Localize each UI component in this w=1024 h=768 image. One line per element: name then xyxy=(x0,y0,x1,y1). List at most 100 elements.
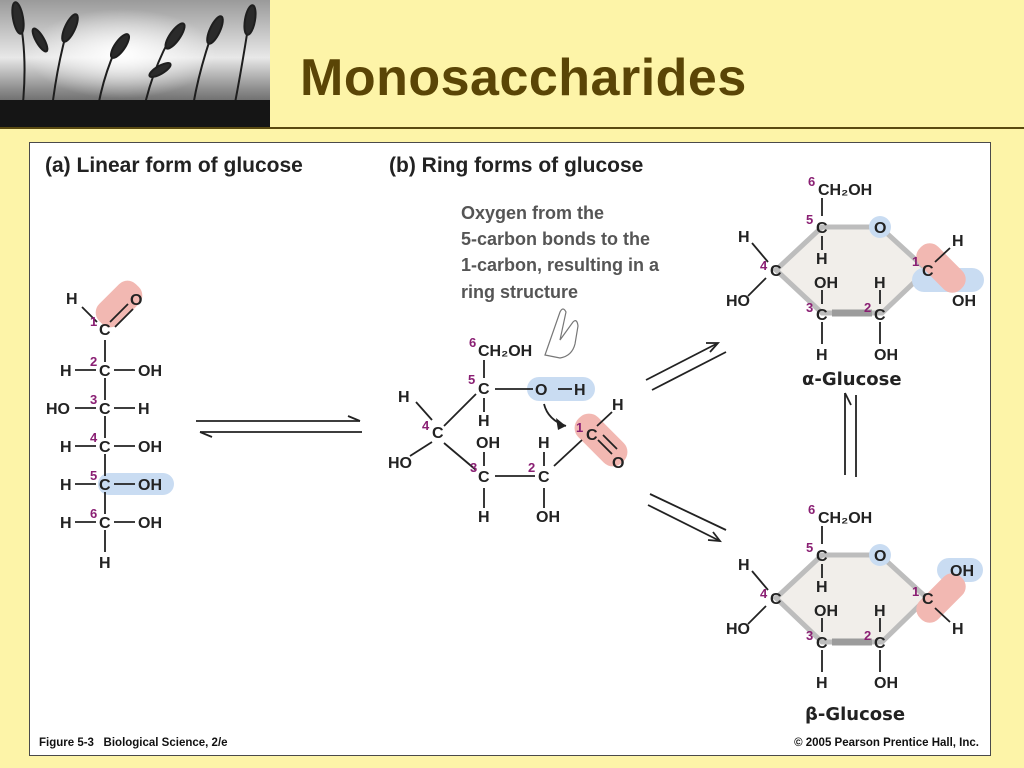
svg-text:C: C xyxy=(922,263,934,280)
svg-text:4: 4 xyxy=(760,258,768,273)
svg-text:H: H xyxy=(99,555,111,572)
svg-text:C: C xyxy=(99,322,111,339)
svg-text:2: 2 xyxy=(90,354,97,369)
svg-text:6: 6 xyxy=(90,506,97,521)
anomeric-c-highlight-alpha xyxy=(916,243,966,293)
svg-text:3: 3 xyxy=(806,628,813,643)
svg-text:O: O xyxy=(874,220,886,237)
equilibrium-arrow-alpha xyxy=(645,342,727,391)
svg-text:OH: OH xyxy=(476,435,500,452)
svg-text:C: C xyxy=(816,635,828,652)
svg-text:H: H xyxy=(60,363,72,380)
svg-text:6: 6 xyxy=(808,502,815,517)
svg-text:O: O xyxy=(130,292,142,309)
svg-text:3: 3 xyxy=(90,392,97,407)
hydroxyl-highlight xyxy=(98,473,174,495)
svg-text:C: C xyxy=(816,548,828,565)
svg-text:OH: OH xyxy=(952,293,976,310)
svg-text:C: C xyxy=(478,469,490,486)
svg-text:1: 1 xyxy=(912,584,919,599)
slide-title: Monosaccharides xyxy=(300,49,747,107)
svg-text:1: 1 xyxy=(576,420,583,435)
svg-text:C: C xyxy=(816,220,828,237)
svg-text:HO: HO xyxy=(726,621,750,638)
svg-text:OH: OH xyxy=(138,439,162,456)
svg-text:1: 1 xyxy=(90,314,97,329)
svg-text:H: H xyxy=(952,233,964,250)
svg-text:C: C xyxy=(874,635,886,652)
pointing-hand-icon xyxy=(544,308,579,359)
svg-text:C: C xyxy=(99,477,111,494)
svg-text:H: H xyxy=(816,251,828,268)
svg-text:H: H xyxy=(538,435,550,452)
svg-text:H: H xyxy=(398,389,410,406)
svg-text:5: 5 xyxy=(90,468,97,483)
glucose-figure: (a) Linear form of glucose (b) Ring form… xyxy=(39,154,984,749)
svg-text:H: H xyxy=(952,621,964,638)
svg-text:OH: OH xyxy=(874,347,898,364)
linear-glucose: H O C 1 H 2 C OH HO 3 C H H 4 C OH H 5 C… xyxy=(46,280,174,572)
svg-text:C: C xyxy=(816,307,828,324)
alpha-glucose-label: α-Glucose xyxy=(802,369,902,390)
anomeric-c-highlight-beta xyxy=(916,573,966,623)
svg-text:CH₂OH: CH₂OH xyxy=(818,182,872,199)
svg-text:3: 3 xyxy=(806,300,813,315)
carbonyl-highlight-open xyxy=(574,413,628,467)
svg-text:H: H xyxy=(874,603,886,620)
svg-text:HO: HO xyxy=(388,455,412,472)
svg-text:OH: OH xyxy=(814,603,838,620)
figure-caption: Figure 5-3 Biological Science, 2/e xyxy=(39,737,228,749)
svg-text:6: 6 xyxy=(469,335,476,350)
svg-text:H: H xyxy=(60,515,72,532)
header-divider xyxy=(0,127,1024,129)
svg-text:OH: OH xyxy=(950,563,974,580)
svg-text:2: 2 xyxy=(864,628,871,643)
svg-text:H: H xyxy=(816,347,828,364)
svg-text:OH: OH xyxy=(138,477,162,494)
svg-text:C: C xyxy=(99,439,111,456)
svg-text:CH₂OH: CH₂OH xyxy=(818,510,872,527)
svg-text:OH: OH xyxy=(814,275,838,292)
svg-text:OH: OH xyxy=(138,363,162,380)
svg-text:H: H xyxy=(574,382,586,399)
ring-formation-note: Oxygen from the 5-carbon bonds to the 1-… xyxy=(461,203,660,302)
svg-text:C: C xyxy=(770,263,782,280)
beta-glucose-ring: 6 CH₂OH 5 C O H H 4 C HO OH H 3 C 2 C H … xyxy=(726,502,983,725)
svg-text:H: H xyxy=(60,477,72,494)
svg-text:H: H xyxy=(478,413,490,430)
svg-text:H: H xyxy=(138,401,150,418)
svg-text:H: H xyxy=(60,439,72,456)
svg-text:4: 4 xyxy=(90,430,98,445)
svg-text:CH₂OH: CH₂OH xyxy=(478,343,532,360)
svg-text:C: C xyxy=(99,363,111,380)
svg-text:C: C xyxy=(99,401,111,418)
open-ring-glucose: 6 CH₂OH 5 C O H H H 4 C HO OH 3 C H 2 C … xyxy=(388,335,628,526)
svg-text:C: C xyxy=(874,307,886,324)
svg-text:2: 2 xyxy=(528,460,535,475)
svg-text:3: 3 xyxy=(470,460,477,475)
svg-text:C: C xyxy=(922,591,934,608)
svg-text:C: C xyxy=(538,469,550,486)
equilibrium-arrow-beta xyxy=(647,493,727,543)
svg-text:C: C xyxy=(478,381,490,398)
svg-text:O: O xyxy=(874,548,886,565)
alpha-glucose-ring: 6 CH₂OH 5 C O H H 4 C HO OH H 3 C 2 C H … xyxy=(726,174,984,390)
equilibrium-arrow-alpha-beta xyxy=(844,392,857,477)
svg-text:2: 2 xyxy=(864,300,871,315)
svg-text:ring structure: ring structure xyxy=(461,282,578,302)
svg-text:H: H xyxy=(738,229,750,246)
svg-text:C: C xyxy=(99,515,111,532)
equilibrium-arrow-linear-ring xyxy=(196,415,362,438)
svg-text:5: 5 xyxy=(806,540,813,555)
svg-text:O: O xyxy=(612,455,624,472)
svg-text:HO: HO xyxy=(46,401,70,418)
svg-text:H: H xyxy=(612,397,624,414)
svg-text:4: 4 xyxy=(760,586,768,601)
svg-text:C: C xyxy=(432,425,444,442)
copyright-notice: © 2005 Pearson Prentice Hall, Inc. xyxy=(794,737,979,749)
svg-text:C: C xyxy=(770,591,782,608)
svg-text:H: H xyxy=(66,291,78,308)
svg-text:H: H xyxy=(478,509,490,526)
svg-text:O: O xyxy=(535,382,547,399)
heading-ring: (b) Ring forms of glucose xyxy=(389,154,643,177)
